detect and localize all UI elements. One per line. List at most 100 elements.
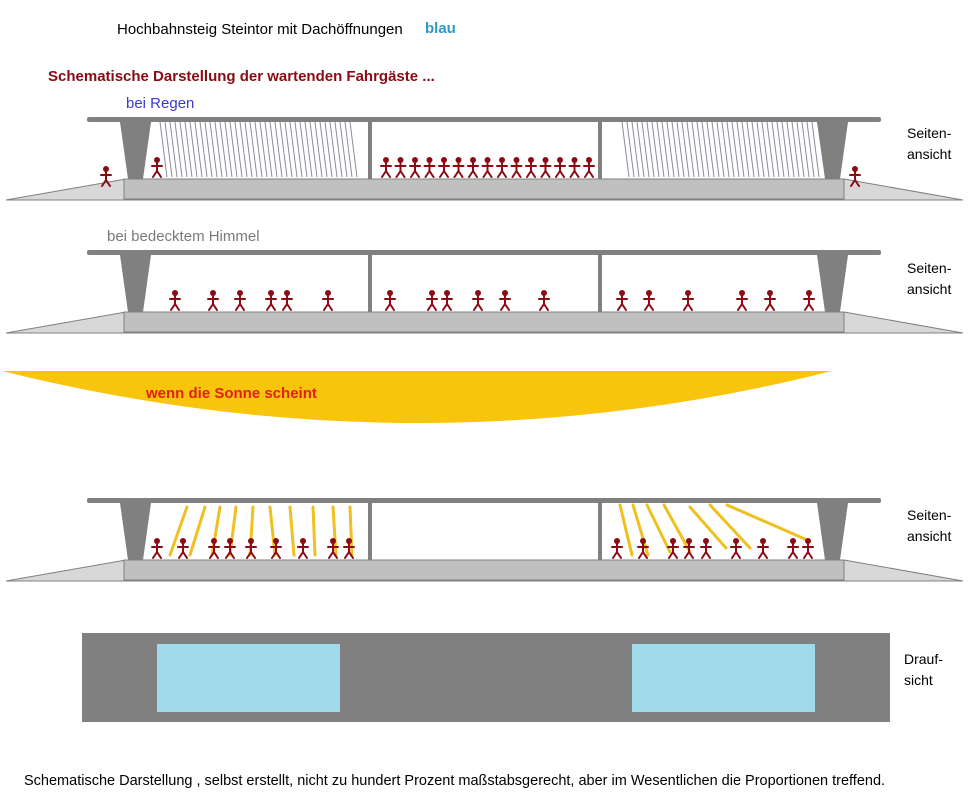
diagram-title: Hochbahnsteig Steintor mit Dachöffnungen	[117, 21, 403, 38]
person-icon	[441, 290, 453, 311]
person-icon	[380, 157, 392, 178]
passengers-sun	[151, 538, 814, 559]
person-icon	[700, 538, 712, 559]
person-icon	[736, 290, 748, 311]
person-icon	[452, 157, 465, 178]
person-icon	[496, 157, 508, 178]
passengers-rain	[100, 157, 861, 187]
post	[598, 122, 602, 179]
person-icon	[538, 290, 550, 311]
post	[598, 255, 602, 312]
person-icon	[208, 538, 220, 559]
sun-ray	[662, 503, 692, 554]
passengers-overcast	[169, 290, 815, 311]
person-icon	[682, 290, 694, 311]
person-icon	[224, 538, 236, 559]
person-icon	[270, 538, 282, 559]
post	[368, 122, 372, 179]
person-icon	[409, 157, 421, 178]
person-icon	[423, 157, 436, 178]
person-icon	[510, 157, 523, 178]
person-icon	[802, 538, 814, 559]
sun-ray	[708, 503, 752, 550]
person-icon	[438, 157, 450, 178]
person-icon	[667, 538, 679, 559]
person-icon	[730, 538, 742, 559]
title-highlight-blue: blau	[425, 20, 456, 37]
overcast-scenario-label: bei bedecktem Himmel	[107, 228, 260, 245]
roof-opening-right	[632, 644, 815, 712]
post	[368, 503, 372, 560]
person-icon	[568, 157, 581, 178]
platform	[123, 178, 845, 200]
top-view-label-line2: sicht	[904, 672, 933, 688]
person-icon	[757, 538, 769, 559]
person-icon	[245, 538, 257, 559]
top-view-label: Drauf- sicht	[904, 649, 943, 691]
platform	[123, 559, 845, 581]
person-icon	[849, 166, 861, 187]
station-sun	[5, 498, 964, 582]
sun-ray	[725, 503, 807, 541]
side-view-label-sun: Seiten- ansicht	[907, 505, 951, 547]
side-view-label-line1: Seiten-	[907, 125, 952, 141]
person-icon	[499, 290, 511, 311]
person-icon	[322, 290, 334, 311]
right-column	[817, 255, 848, 312]
person-icon	[100, 166, 112, 187]
sun-scenario-label: wenn die Sonne scheint	[146, 385, 317, 402]
side-view-label-overcast: Seiten- ansicht	[907, 258, 951, 300]
diagram-subtitle: Schematische Darstellung der wartenden F…	[48, 68, 435, 85]
person-icon	[343, 538, 355, 559]
side-view-label-line2: ansicht	[907, 281, 952, 297]
roof	[87, 498, 881, 503]
person-icon	[394, 157, 407, 178]
roof	[87, 117, 881, 122]
person-icon	[169, 290, 181, 311]
side-view-label-rain: Seiten- ansicht	[907, 123, 951, 165]
post	[368, 255, 372, 312]
top-view	[82, 633, 890, 722]
station-rain	[5, 117, 964, 201]
side-view-label-line2: ansicht	[907, 528, 952, 544]
person-icon	[481, 157, 494, 178]
person-icon	[297, 538, 309, 559]
top-view-label-line1: Drauf-	[904, 651, 943, 667]
side-view-label-line1: Seiten-	[907, 507, 952, 523]
person-icon	[265, 290, 277, 311]
sun-shape	[2, 371, 832, 423]
sun-ray	[618, 503, 634, 557]
right-column	[817, 122, 848, 179]
person-icon	[803, 290, 815, 311]
rain-scenario-label: bei Regen	[126, 95, 195, 112]
roof	[87, 250, 881, 255]
person-icon	[616, 290, 628, 311]
rain-streaks	[159, 121, 820, 178]
station-overcast	[5, 250, 964, 334]
person-icon	[151, 157, 163, 178]
right-column	[817, 503, 848, 560]
person-icon	[234, 290, 246, 311]
sun-ray	[311, 505, 317, 557]
sun-ray	[645, 503, 672, 554]
person-icon	[637, 538, 649, 559]
person-icon	[281, 290, 293, 311]
sun-ray	[688, 505, 728, 550]
footer-note: Schematische Darstellung , selbst erstel…	[24, 773, 886, 789]
sun-ray	[188, 505, 207, 557]
side-view-label-line1: Seiten-	[907, 260, 952, 276]
sun-ray	[168, 505, 189, 557]
left-column	[120, 122, 151, 179]
person-icon	[583, 157, 595, 178]
person-icon	[611, 538, 623, 559]
person-icon	[643, 290, 655, 311]
person-icon	[539, 157, 552, 178]
platform	[123, 311, 845, 333]
person-icon	[151, 538, 163, 559]
person-icon	[525, 157, 537, 178]
sun-ray	[288, 505, 296, 557]
side-view-label-line2: ansicht	[907, 146, 952, 162]
person-icon	[384, 290, 396, 311]
person-icon	[467, 157, 479, 178]
